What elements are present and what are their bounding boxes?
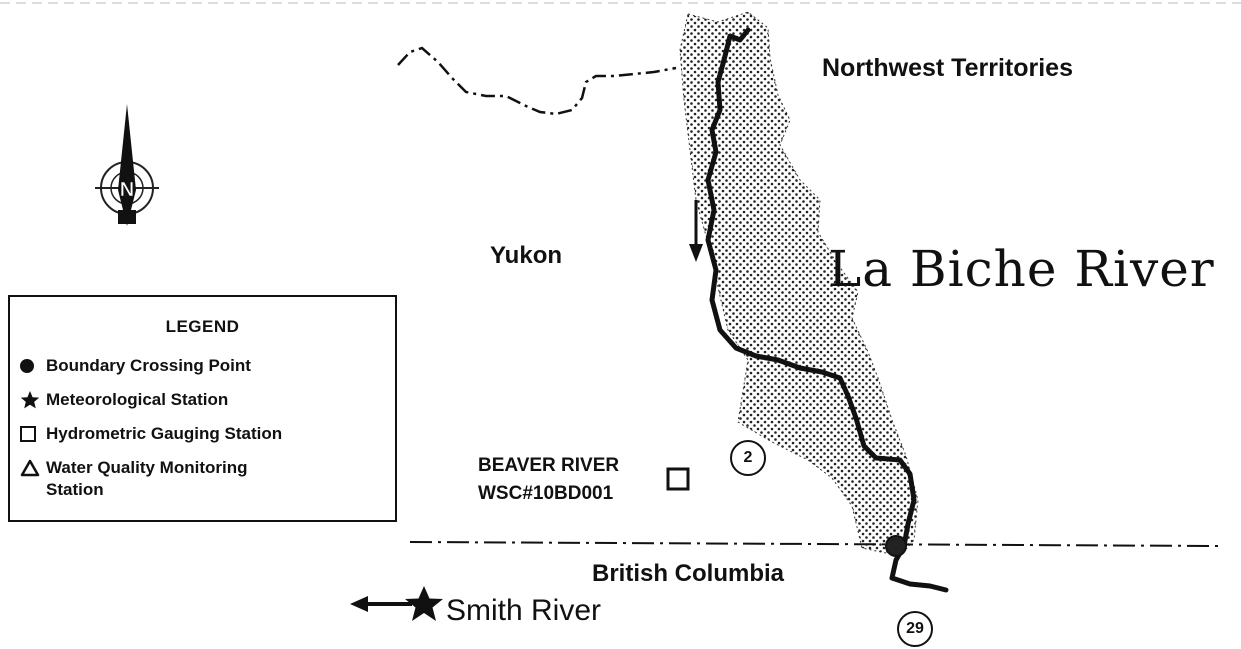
highway-marker-2: 2 bbox=[730, 440, 766, 476]
label-british-columbia: British Columbia bbox=[592, 560, 785, 587]
legend-label: Boundary Crossing Point bbox=[46, 356, 251, 375]
station-label: BEAVER RIVER WSC#10BD001 bbox=[478, 452, 619, 508]
hydrometric-station-marker bbox=[666, 467, 690, 491]
filled-circle-icon bbox=[20, 355, 46, 377]
station-name: BEAVER RIVER bbox=[478, 455, 620, 476]
river-title: La Biche River bbox=[828, 240, 1215, 298]
flow-arrow-head bbox=[689, 244, 703, 262]
legend-item-boundary-crossing: Boundary Crossing Point bbox=[20, 355, 251, 377]
legend-item-water-quality-station: Water Quality Monitoring Station bbox=[20, 457, 247, 501]
station-id: WSC#10BD001 bbox=[478, 483, 614, 504]
bc-border bbox=[409, 541, 1221, 547]
legend-label-line2: Station bbox=[46, 480, 104, 499]
north-letter: N bbox=[120, 179, 134, 201]
label-yukon: Yukon bbox=[490, 242, 563, 269]
la-biche-river-channel bbox=[705, 27, 949, 593]
label-northwest-territories: Northwest Territories bbox=[822, 54, 1073, 82]
legend-label: Water Quality Monitoring bbox=[46, 458, 248, 477]
legend-item-meteorological-station: Meteorological Station bbox=[20, 389, 228, 411]
legend-label: Meteorological Station bbox=[46, 390, 229, 409]
legend-label: Hydrometric Gauging Station bbox=[46, 424, 283, 443]
smith-river-arrow-head bbox=[350, 596, 368, 612]
yukon-nwt-border bbox=[397, 46, 677, 116]
legend-item-hydrometric-station: Hydrometric Gauging Station bbox=[20, 423, 282, 445]
highway-marker-29: 29 bbox=[897, 611, 933, 647]
label-smith-river: Smith River bbox=[446, 594, 602, 627]
meteorological-station-star bbox=[405, 586, 443, 621]
legend-box: LEGEND Boundary Crossing Point Meteorolo… bbox=[8, 295, 397, 522]
legend-label-multiline: Water Quality Monitoring Station bbox=[46, 457, 247, 501]
north-arrow bbox=[95, 104, 159, 226]
star-icon bbox=[20, 389, 46, 411]
boundary-crossing-point bbox=[885, 535, 907, 557]
triangle-icon bbox=[20, 457, 46, 479]
square-icon bbox=[20, 423, 46, 445]
legend-title: LEGEND bbox=[165, 317, 240, 336]
